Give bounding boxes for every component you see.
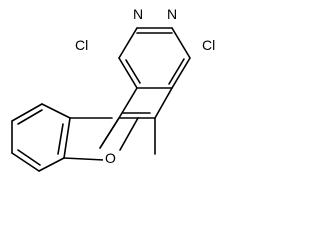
- oxygen-label-background: [103, 149, 119, 167]
- benzofuran-phthalazine-structure: Cl Cl N N O: [11, 5, 225, 172]
- bond-n2-c4: [171, 27, 191, 59]
- chlorine-label-right: Cl: [202, 37, 215, 53]
- bond-c4b-c9a: [38, 157, 65, 172]
- cl2-label-background: [201, 36, 225, 54]
- nitrogen-label-left: N: [133, 6, 143, 22]
- bond-c3b-c4b-inner: [17, 149, 41, 166]
- bond-c9a-c5b: [63, 117, 71, 159]
- bond-c1b-c2b-outer: [11, 103, 43, 122]
- bond-c6a-o: [119, 117, 139, 151]
- bond-c10c-c10b: [118, 87, 138, 119]
- bond-c4-c4a-outer: [171, 57, 191, 89]
- bond-o-c9a: [63, 157, 105, 161]
- chlorine-label-left: Cl: [75, 37, 88, 53]
- nitrogen-label-right: N: [167, 6, 177, 22]
- bond-c6a-c10c-outer: [99, 117, 120, 149]
- bond-c9a-c5b-inner: [57, 123, 64, 155]
- atom-labels: Cl Cl N N O: [74, 5, 225, 167]
- bond-c5b-c1b: [41, 103, 71, 119]
- bond-c10b-c1-outer: [118, 57, 138, 89]
- bond-c3b-c4b-outer: [11, 152, 40, 172]
- oxygen-label: O: [105, 150, 116, 166]
- cl1-label-background: [74, 36, 98, 54]
- bond-c1-n1: [118, 27, 138, 59]
- n2-label-background: [166, 5, 180, 23]
- bond-c4-c4a-inner: [168, 58, 185, 85]
- bond-c10b-c1-inner: [125, 59, 141, 84]
- bond-c4a-c5: [154, 87, 173, 119]
- bonds: [11, 27, 191, 172]
- n1-label-background: [132, 5, 146, 23]
- bond-c1b-c2b-inner: [17, 109, 43, 125]
